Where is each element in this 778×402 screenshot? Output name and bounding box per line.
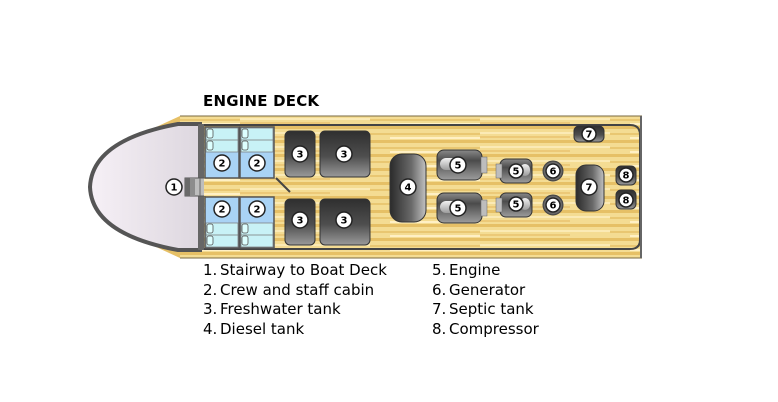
marker-number: 2 (219, 205, 226, 216)
marker-septic: 7 (580, 178, 598, 196)
marker-stairway: 1 (165, 178, 183, 196)
legend-label: Crew and staff cabin (220, 280, 375, 299)
legend-item: 8.Compressor (432, 320, 539, 340)
legend-label: Stairway to Boat Deck (220, 261, 387, 279)
cabin-door (275, 177, 291, 193)
marker-cabin: 2 (248, 154, 266, 172)
legend-number: 5. (432, 261, 447, 279)
diagram-title: ENGINE DECK (203, 92, 320, 110)
marker-number: 3 (341, 150, 348, 161)
legend-number: 3. (203, 300, 218, 318)
marker-number: 3 (297, 216, 304, 227)
marker-number: 6 (550, 201, 557, 212)
legend-item: 5.Engine (432, 261, 539, 281)
marker-septic: 7 (581, 126, 597, 142)
marker-number: 7 (586, 130, 593, 141)
marker-freshwater: 3 (335, 211, 353, 229)
marker-compressor: 8 (618, 192, 634, 208)
legend-item: 7.Septic tank (432, 300, 539, 320)
legend-number: 4. (203, 319, 218, 338)
toilet-icon (206, 223, 214, 234)
toilet-icon (241, 223, 249, 234)
marker-number: 5 (513, 200, 520, 211)
marker-number: 5 (513, 167, 520, 178)
legend-item: 6.Generator (432, 281, 539, 301)
shower-icon (206, 235, 214, 246)
marker-number: 3 (297, 150, 304, 161)
legend-label: Compressor (449, 319, 539, 338)
shower-icon (241, 140, 249, 151)
marker-cabin: 2 (213, 200, 231, 218)
marker-generator: 6 (545, 163, 561, 179)
legend-item: 1.Stairway to Boat Deck (203, 261, 387, 281)
marker-freshwater: 3 (291, 145, 309, 163)
legend-number: 2. (203, 280, 218, 299)
legend-number: 1. (203, 261, 218, 279)
toilet-icon (206, 128, 214, 139)
marker-number: 8 (623, 196, 630, 207)
marker-number: 8 (623, 171, 630, 182)
legend-label: Freshwater tank (220, 300, 341, 318)
shower-icon (241, 235, 249, 246)
legend-number: 7. (432, 300, 447, 318)
bow-area (87, 122, 202, 252)
legend-item: 3.Freshwater tank (203, 300, 387, 320)
marker-number: 3 (341, 216, 348, 227)
legend-left: 1.Stairway to Boat Deck 2.Crew and staff… (203, 261, 387, 339)
shower-icon (206, 140, 214, 151)
marker-number: 2 (254, 159, 261, 170)
marker-diesel: 4 (399, 178, 417, 196)
toilet-icon (241, 128, 249, 139)
marker-freshwater: 3 (291, 211, 309, 229)
marker-number: 5 (455, 161, 462, 172)
legend-number: 6. (432, 280, 447, 299)
legend-right: 5.Engine 6.Generator 7.Septic tank 8.Com… (432, 261, 539, 339)
marker-number: 4 (405, 183, 412, 194)
legend-label: Septic tank (449, 300, 534, 318)
marker-number: 2 (254, 205, 261, 216)
marker-generator: 6 (545, 197, 561, 213)
marker-cabin: 2 (213, 154, 231, 172)
marker-number: 2 (219, 159, 226, 170)
legend-label: Generator (449, 280, 526, 299)
marker-freshwater: 3 (335, 145, 353, 163)
legend-label: Diesel tank (220, 319, 305, 338)
marker-engine: 5 (508, 163, 524, 179)
marker-compressor: 8 (618, 167, 634, 183)
corridor (204, 178, 284, 196)
marker-number: 1 (171, 183, 178, 194)
legend-item: 4.Diesel tank (203, 320, 387, 340)
legend-item: 2.Crew and staff cabin (203, 281, 387, 301)
marker-engine: 5 (508, 196, 524, 212)
legend-number: 8. (432, 319, 447, 338)
stairway[interactable] (184, 177, 206, 197)
legend-label: Engine (449, 261, 501, 279)
marker-engine: 5 (449, 199, 467, 217)
marker-number: 6 (550, 167, 557, 178)
marker-number: 7 (586, 183, 593, 194)
marker-engine: 5 (449, 156, 467, 174)
marker-cabin: 2 (248, 200, 266, 218)
marker-number: 5 (455, 204, 462, 215)
crew-cabin[interactable] (239, 196, 275, 249)
